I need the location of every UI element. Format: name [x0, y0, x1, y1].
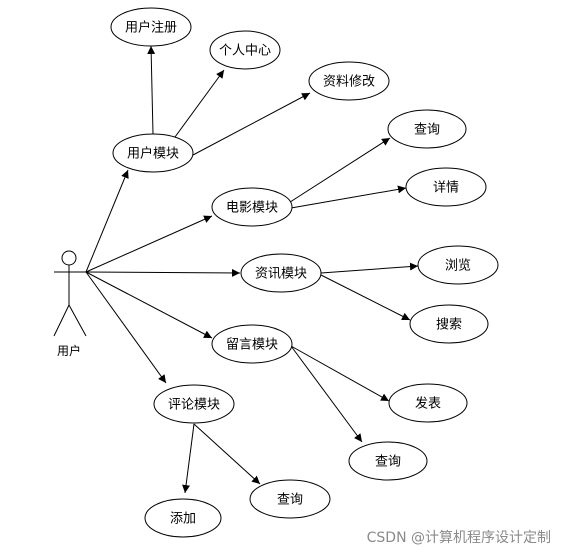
svg-text:用户注册: 用户注册: [125, 20, 177, 36]
svg-text:电影模块: 电影模块: [226, 201, 278, 216]
usecase-movie-query: 查询: [387, 109, 467, 149]
edge-message-query: [290, 345, 363, 443]
svg-text:详情: 详情: [433, 181, 459, 196]
edge-actor-user-module: [85, 169, 129, 273]
usecase-news-module: 资讯模块: [240, 253, 322, 293]
svg-text:搜索: 搜索: [436, 318, 462, 333]
edge-comment-add: [182, 423, 195, 494]
actor-head: [61, 250, 77, 266]
edge-movie-query: [286, 137, 391, 205]
actor-label: 用户: [57, 343, 81, 358]
usecase-news-search: 搜索: [409, 304, 489, 344]
svg-text:浏览: 浏览: [445, 258, 471, 274]
usecase-user-module: 用户模块: [112, 133, 194, 173]
edge-movie-detail: [290, 185, 407, 209]
edge-actor-news-module: [85, 268, 241, 277]
usecase-comment-module: 评论模块: [153, 384, 235, 424]
edge-news-search: [320, 274, 411, 321]
actor-left-leg: [53, 304, 70, 337]
svg-text:发表: 发表: [415, 396, 441, 412]
svg-text:查询: 查询: [375, 455, 401, 470]
usecase-message-post: 发表: [388, 383, 468, 423]
usecase-comment-add: 添加: [144, 498, 222, 538]
usecase-comment-query: 查询: [249, 479, 331, 519]
edge-actor-movie-module: [85, 215, 213, 273]
connectors: [85, 45, 419, 494]
usecase-personal-center: 个人中心: [209, 30, 281, 70]
usecase-movie-module: 电影模块: [211, 187, 293, 227]
actor-right-leg: [68, 304, 87, 337]
svg-text:资讯模块: 资讯模块: [255, 267, 307, 282]
usecase-movie-detail: 详情: [405, 167, 487, 207]
usecase-message-module: 留言模块: [211, 324, 293, 364]
edge-actor-message-module: [85, 271, 213, 339]
usecase-message-query: 查询: [348, 441, 428, 481]
svg-text:添加: 添加: [170, 512, 196, 527]
edge-news-browse: [320, 262, 419, 274]
usecase-edit-profile: 资料修改: [308, 61, 390, 101]
svg-text:查询: 查询: [277, 493, 303, 508]
edge-comment-query: [193, 423, 261, 485]
svg-text:查询: 查询: [414, 123, 440, 138]
usecase-news-browse: 浏览: [417, 245, 499, 285]
svg-text:资料修改: 资料修改: [323, 75, 375, 90]
edge-user-edit-profile: [192, 92, 311, 156]
edge-actor-comment-module: [85, 271, 167, 384]
edge-user-register: [147, 45, 156, 135]
svg-text:留言模块: 留言模块: [226, 338, 278, 353]
edge-message-post: [290, 345, 390, 402]
edge-user-personal-center: [174, 69, 225, 138]
svg-text:用户模块: 用户模块: [127, 146, 179, 162]
watermark: CSDN @计算机程序设计定制: [366, 530, 551, 546]
svg-text:个人中心: 个人中心: [219, 44, 271, 59]
svg-text:评论模块: 评论模块: [168, 398, 220, 413]
usecase-register: 用户注册: [110, 7, 192, 47]
actor-user: [53, 250, 87, 337]
